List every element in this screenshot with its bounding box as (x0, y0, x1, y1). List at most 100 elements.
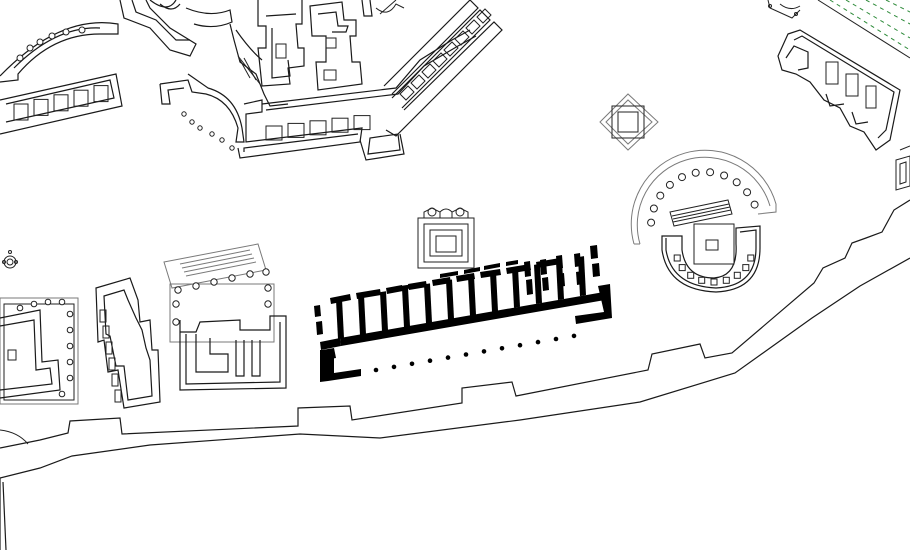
apse-niche (673, 254, 681, 262)
northeast-complex (767, 0, 910, 191)
room (93, 85, 109, 103)
room (265, 125, 283, 141)
column-dot (16, 304, 24, 312)
column-dot (62, 28, 70, 36)
column-dot (535, 339, 541, 345)
apse-niche (747, 254, 755, 262)
room (476, 8, 492, 24)
northern-complex (0, 0, 503, 137)
column-dot (197, 125, 203, 131)
column-dot (172, 318, 180, 326)
column-dot (553, 336, 559, 342)
column-dot (189, 119, 195, 125)
room (454, 30, 470, 46)
apse-niche (722, 276, 730, 284)
column-dot (373, 367, 379, 373)
round-temple (630, 149, 777, 293)
column-dot (66, 374, 74, 382)
storeroom-slot (108, 357, 116, 371)
room (410, 74, 426, 90)
room (421, 63, 437, 79)
room (53, 94, 69, 112)
room (73, 89, 89, 107)
storeroom-slot (99, 309, 107, 323)
column-dot (649, 204, 658, 213)
column-dot (656, 191, 665, 200)
curved-colonnade-building (159, 29, 477, 161)
column-dot (264, 284, 272, 292)
room-cross-wall (358, 295, 366, 336)
column-dot (517, 342, 523, 348)
column-dot (26, 44, 34, 52)
column-dot (409, 361, 415, 367)
shoreline-wall (0, 199, 910, 550)
column-dot (445, 355, 451, 360)
column-dot (16, 54, 24, 62)
square-podium-north (599, 93, 659, 151)
room (287, 122, 305, 138)
room-cross-wall (490, 271, 498, 312)
room-cross-wall (512, 267, 520, 308)
column-dot (48, 32, 56, 40)
room-cross-wall (402, 287, 410, 328)
column-dot (228, 274, 236, 282)
room (331, 117, 349, 133)
room (443, 41, 459, 57)
room (399, 85, 415, 101)
column-dot (481, 349, 487, 354)
column-dot (750, 200, 759, 209)
apse-niche (742, 264, 750, 272)
column-dot (66, 326, 74, 334)
long-storerooms (95, 277, 161, 409)
column-dot (36, 38, 44, 46)
column-dot (463, 352, 469, 357)
apse-niche (710, 278, 718, 286)
room (309, 120, 327, 136)
column-dot (78, 26, 86, 34)
square-podium-center (417, 207, 475, 269)
room-cross-wall (336, 299, 344, 339)
room-cross-wall (424, 283, 432, 324)
storeroom-slot (111, 373, 119, 387)
column-dot (665, 180, 674, 189)
apse-niche (687, 271, 695, 279)
column-dot (743, 188, 752, 197)
column-dot (262, 268, 270, 276)
column-dot (30, 300, 38, 308)
room (432, 52, 448, 68)
apse-niche (678, 264, 686, 272)
portico-building-west (163, 243, 287, 391)
column-dot (229, 145, 235, 151)
column-dot (691, 168, 700, 177)
column-dot (192, 282, 200, 290)
column-dot (66, 342, 74, 350)
column-dot (732, 178, 741, 187)
room (33, 98, 49, 116)
column-dot (58, 298, 66, 306)
apse-niche (698, 276, 706, 284)
column-dot (209, 131, 215, 137)
column-dot (391, 364, 397, 370)
column-dot (174, 286, 182, 294)
column-dot (44, 298, 52, 306)
column-dot (66, 310, 74, 318)
storeroom-slot (105, 341, 113, 355)
column-dot (427, 358, 433, 364)
room (465, 19, 481, 35)
column-dot (720, 171, 729, 180)
column-dot (706, 168, 715, 177)
column-dot (66, 358, 74, 366)
column-dot (219, 137, 225, 143)
apse-niche (733, 271, 741, 279)
column-dot (571, 333, 577, 339)
room-cross-wall (380, 291, 388, 332)
column-dot (647, 218, 656, 227)
column-dot (172, 300, 180, 308)
temple-courtyard-west (0, 250, 79, 405)
storeroom-slot (102, 325, 110, 339)
column-dot (181, 111, 187, 117)
room (13, 103, 29, 121)
room-cross-wall (468, 275, 476, 316)
